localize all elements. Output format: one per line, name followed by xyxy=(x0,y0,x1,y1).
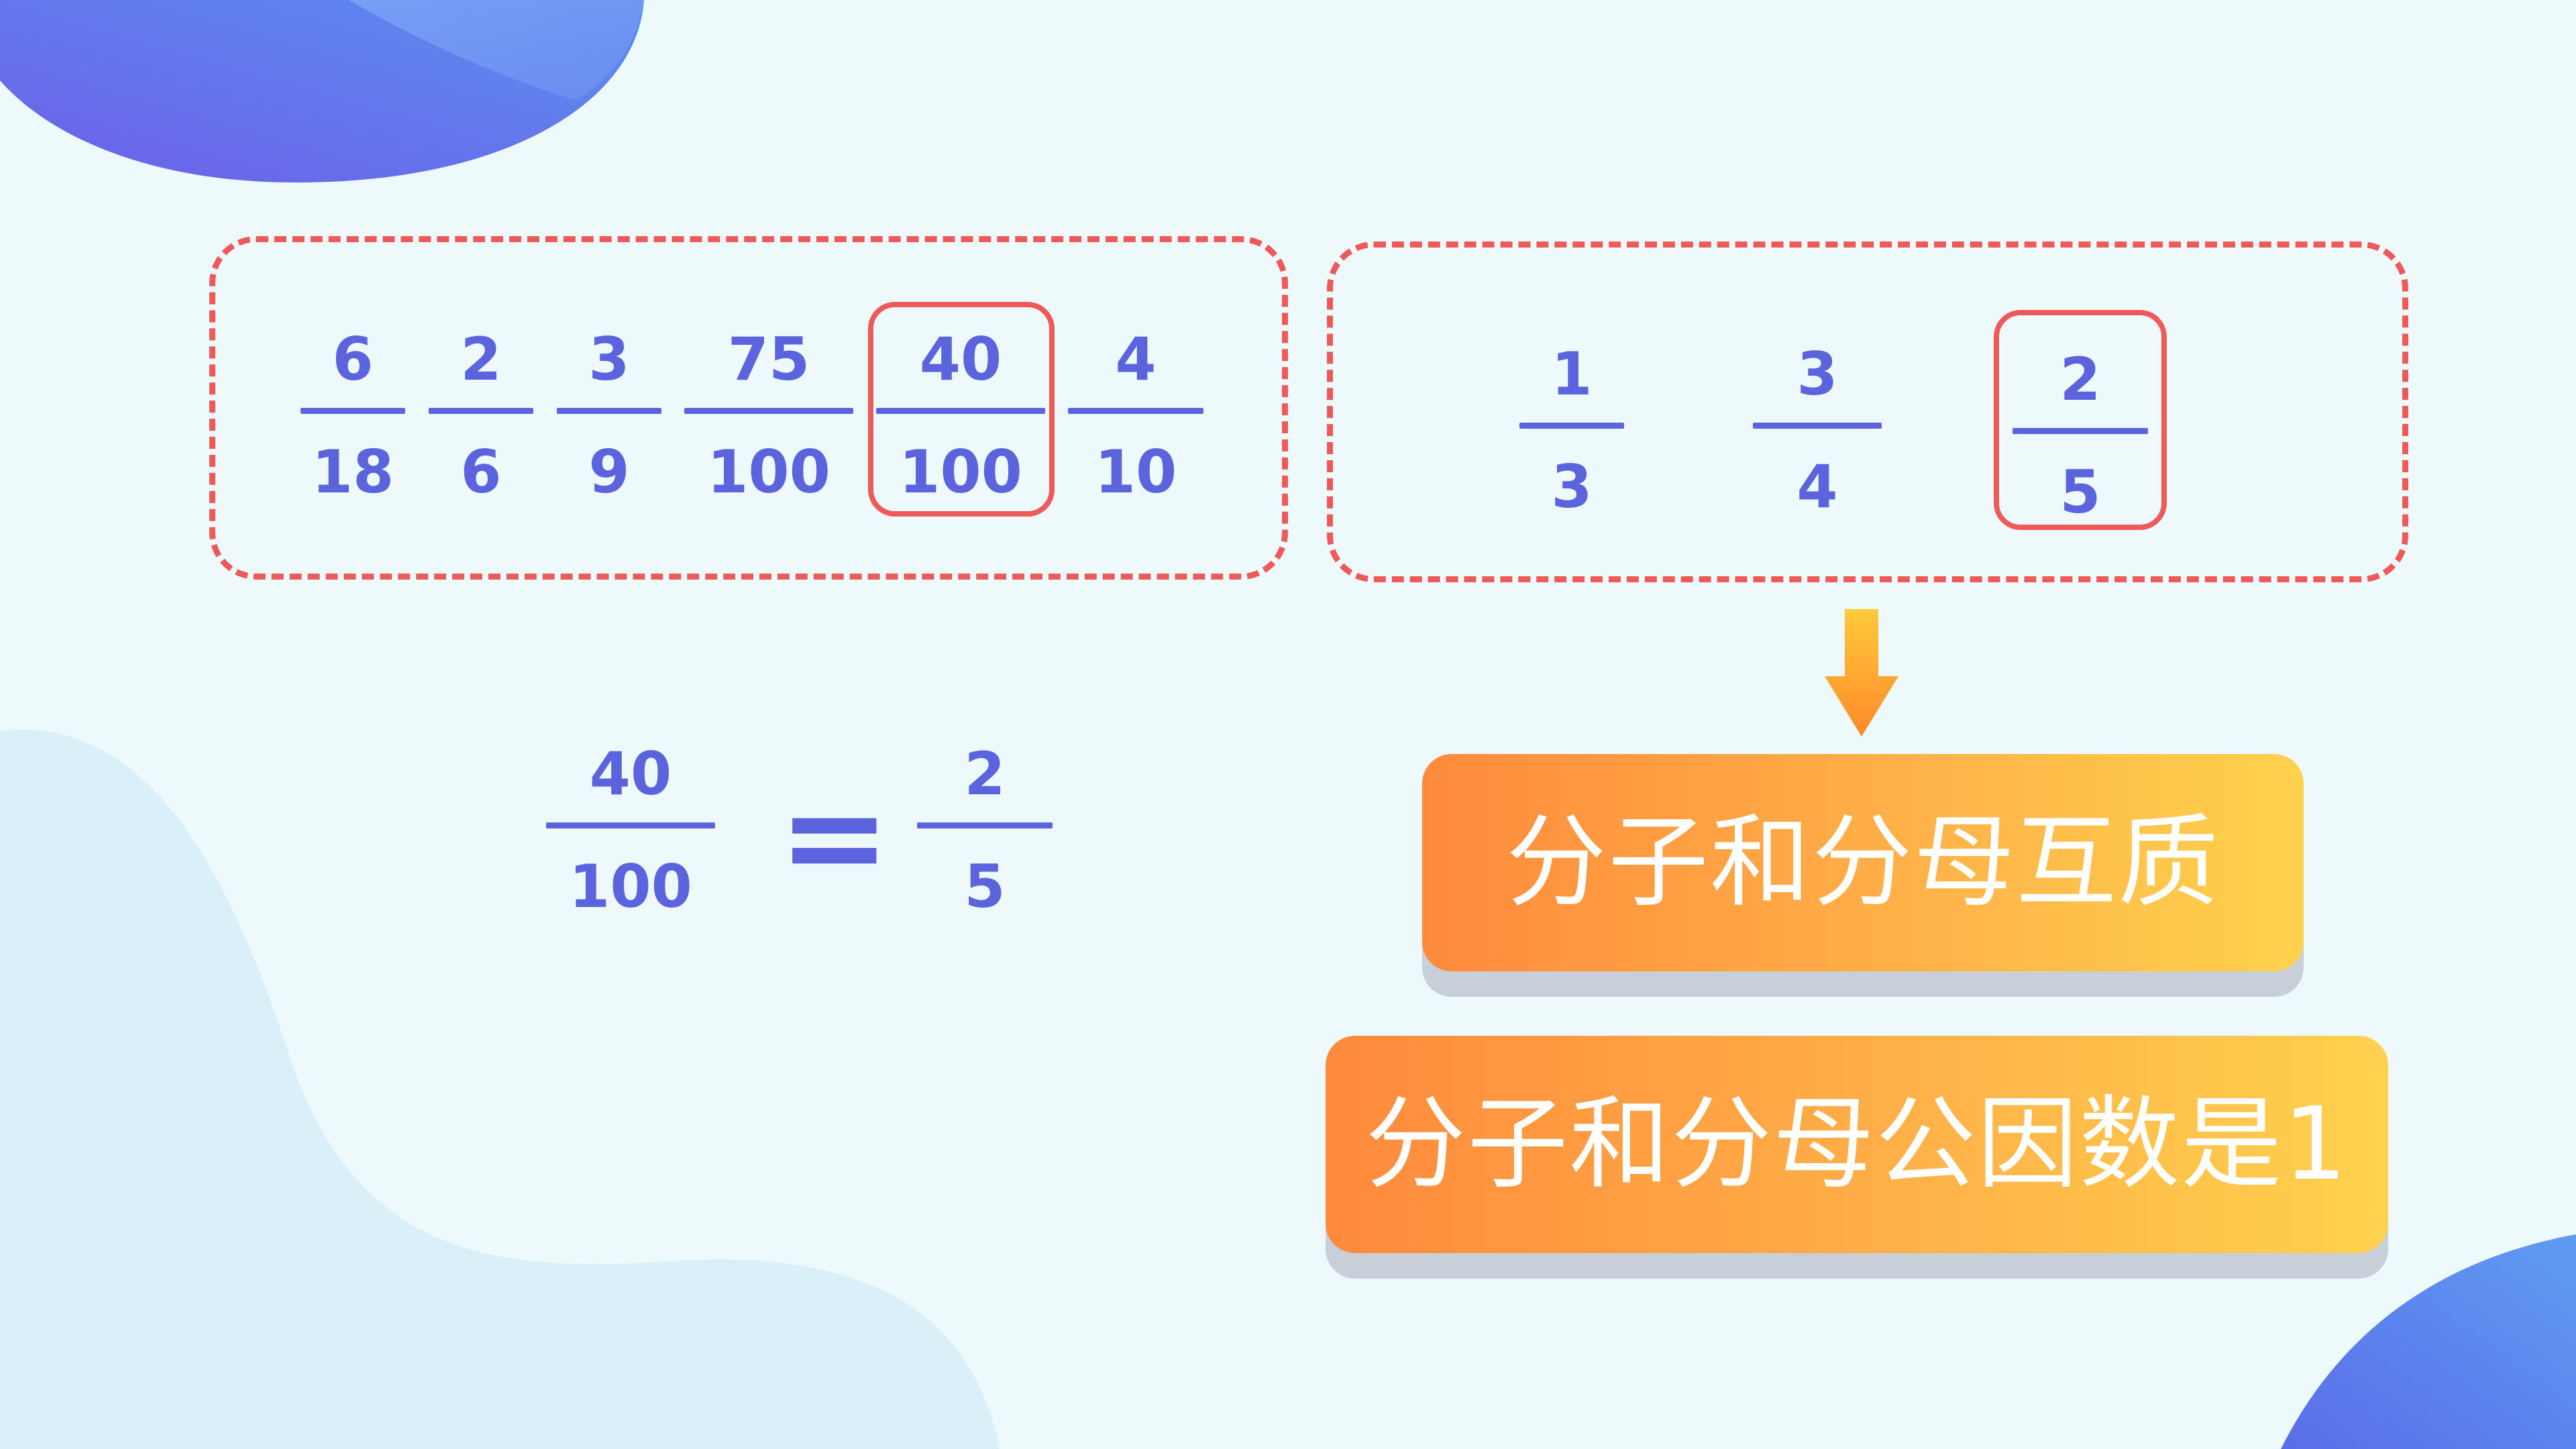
down-arrow-icon xyxy=(1825,609,1898,737)
conclusion-coprime-label: 分子和分母互质 xyxy=(1422,754,2304,971)
equals-sign: = xyxy=(778,759,891,915)
fraction-denominator: 5 xyxy=(2059,458,2101,527)
fraction-denominator: 9 xyxy=(588,437,630,506)
bottom-right-blob xyxy=(2281,1234,2576,1449)
fraction-numerator: 3 xyxy=(588,325,630,394)
fraction-denominator: 100 xyxy=(707,437,830,506)
fraction-group-right xyxy=(1327,241,2408,582)
fraction-denominator: 6 xyxy=(460,437,502,506)
fraction-numerator: 75 xyxy=(727,325,810,394)
conclusion-common-factor-label: 分子和分母公因数是1 xyxy=(1326,1036,2388,1253)
fraction-numerator: 3 xyxy=(1796,339,1838,409)
fraction-numerator: 4 xyxy=(1115,325,1157,394)
top-left-blob-highlight xyxy=(349,0,644,101)
fraction-numerator: 2 xyxy=(460,325,502,394)
highlight-frame-40-100 xyxy=(868,302,1055,517)
fraction-numerator: 40 xyxy=(589,739,672,808)
conclusion-common-factor: 分子和分母公因数是1 xyxy=(1326,1036,2388,1279)
fraction-numerator: 2 xyxy=(2059,345,2101,414)
fraction-denominator: 100 xyxy=(569,852,692,921)
conclusion-coprime: 分子和分母互质 xyxy=(1422,754,2304,997)
fraction-denominator: 10 xyxy=(1094,437,1177,506)
fraction-denominator: 3 xyxy=(1551,452,1593,521)
fraction-denominator: 18 xyxy=(311,437,394,506)
fraction-numerator: 40 xyxy=(919,325,1002,394)
highlight-frame-2-5 xyxy=(1994,310,2167,530)
fraction-numerator: 6 xyxy=(332,325,374,394)
fraction-denominator: 100 xyxy=(899,437,1022,506)
fraction-group-left xyxy=(209,236,1288,580)
fraction-denominator: 4 xyxy=(1796,452,1838,521)
fraction-denominator: 5 xyxy=(964,852,1006,921)
fraction-numerator: 1 xyxy=(1551,339,1593,409)
fraction-numerator: 2 xyxy=(964,739,1006,808)
bottom-left-wave xyxy=(0,729,1000,1449)
